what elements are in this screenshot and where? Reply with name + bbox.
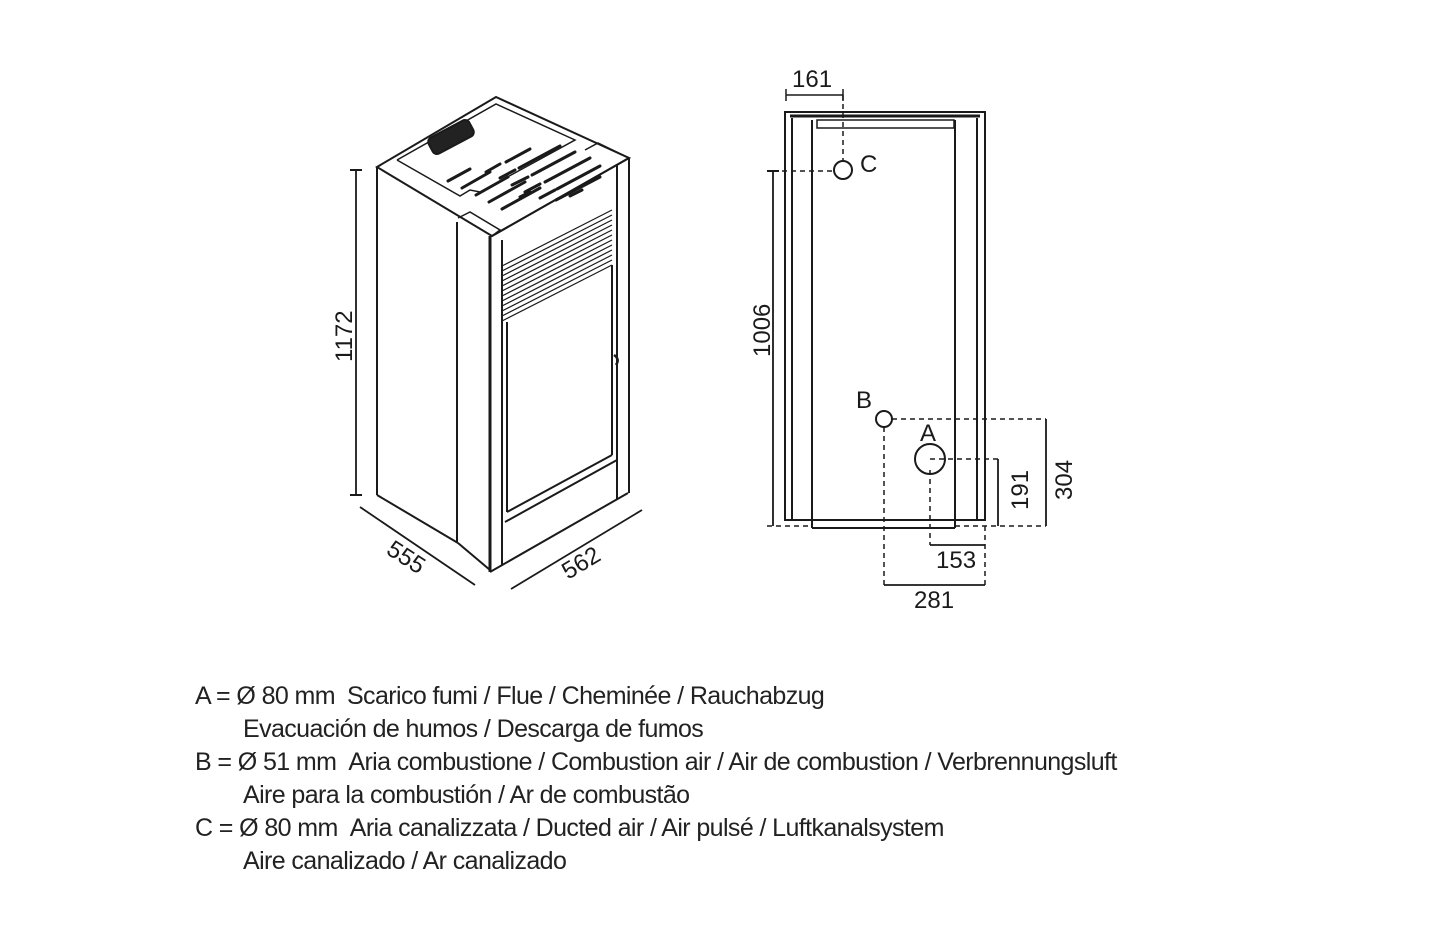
legend-item-a-line2: Evacuación de humos / Descarga de fumos [195, 713, 1117, 746]
dim-161: 161 [792, 66, 832, 93]
legend-desc-a-line2: Evacuación de humos / Descarga de fumos [243, 715, 704, 743]
dim-1006: 1006 [749, 304, 776, 357]
legend-item-b-line2: Aire para la combustión / Ar de combustã… [195, 779, 1117, 812]
dim-153: 153 [936, 547, 976, 574]
legend-key-a: A = Ø 80 mm [195, 682, 336, 710]
dim-height-1172: 1172 [331, 310, 358, 362]
legend-desc-c-line1: Aria canalizzata / Ducted air / Air puls… [349, 814, 945, 842]
marker-c-label: C [860, 151, 877, 178]
legend-desc-a-line1: Scarico fumi / Flue / Cheminée / Rauchab… [346, 682, 825, 710]
legend-desc-b-line1: Aria combustione / Combustion air / Air … [348, 748, 1117, 776]
technical-drawing: 1172 555 562 [331, 66, 1078, 614]
legend-key-c: C = Ø 80 mm [195, 814, 338, 842]
dim-281: 281 [914, 587, 954, 614]
legend-item-c: C = Ø 80 mm Aria canalizzata / Ducted air… [195, 812, 1117, 845]
connection-legend: A = Ø 80 mm Scarico fumi / Flue / Cheminé… [195, 680, 1117, 878]
stove-isometric-view [350, 95, 643, 590]
dim-191: 191 [1007, 470, 1034, 510]
legend-desc-c-line2: Aire canalizado / Ar canalizado [243, 847, 567, 875]
legend-desc-b-line2: Aire para la combustión / Ar de combustã… [243, 781, 690, 809]
legend-item-a: A = Ø 80 mm Scarico fumi / Flue / Cheminé… [195, 680, 1117, 713]
dim-width-562: 562 [557, 541, 605, 585]
dim-depth-555: 555 [382, 535, 430, 579]
legend-key-b: B = Ø 51 mm [195, 748, 337, 776]
dim-304: 304 [1051, 460, 1078, 500]
marker-a-label: A [920, 420, 936, 447]
legend-item-b: B = Ø 51 mm Aria combustione / Combustion… [195, 746, 1117, 779]
legend-item-c-line2: Aire canalizado / Ar canalizado [195, 845, 1117, 878]
stove-back-view [767, 89, 1047, 588]
marker-b-label: B [856, 387, 872, 414]
